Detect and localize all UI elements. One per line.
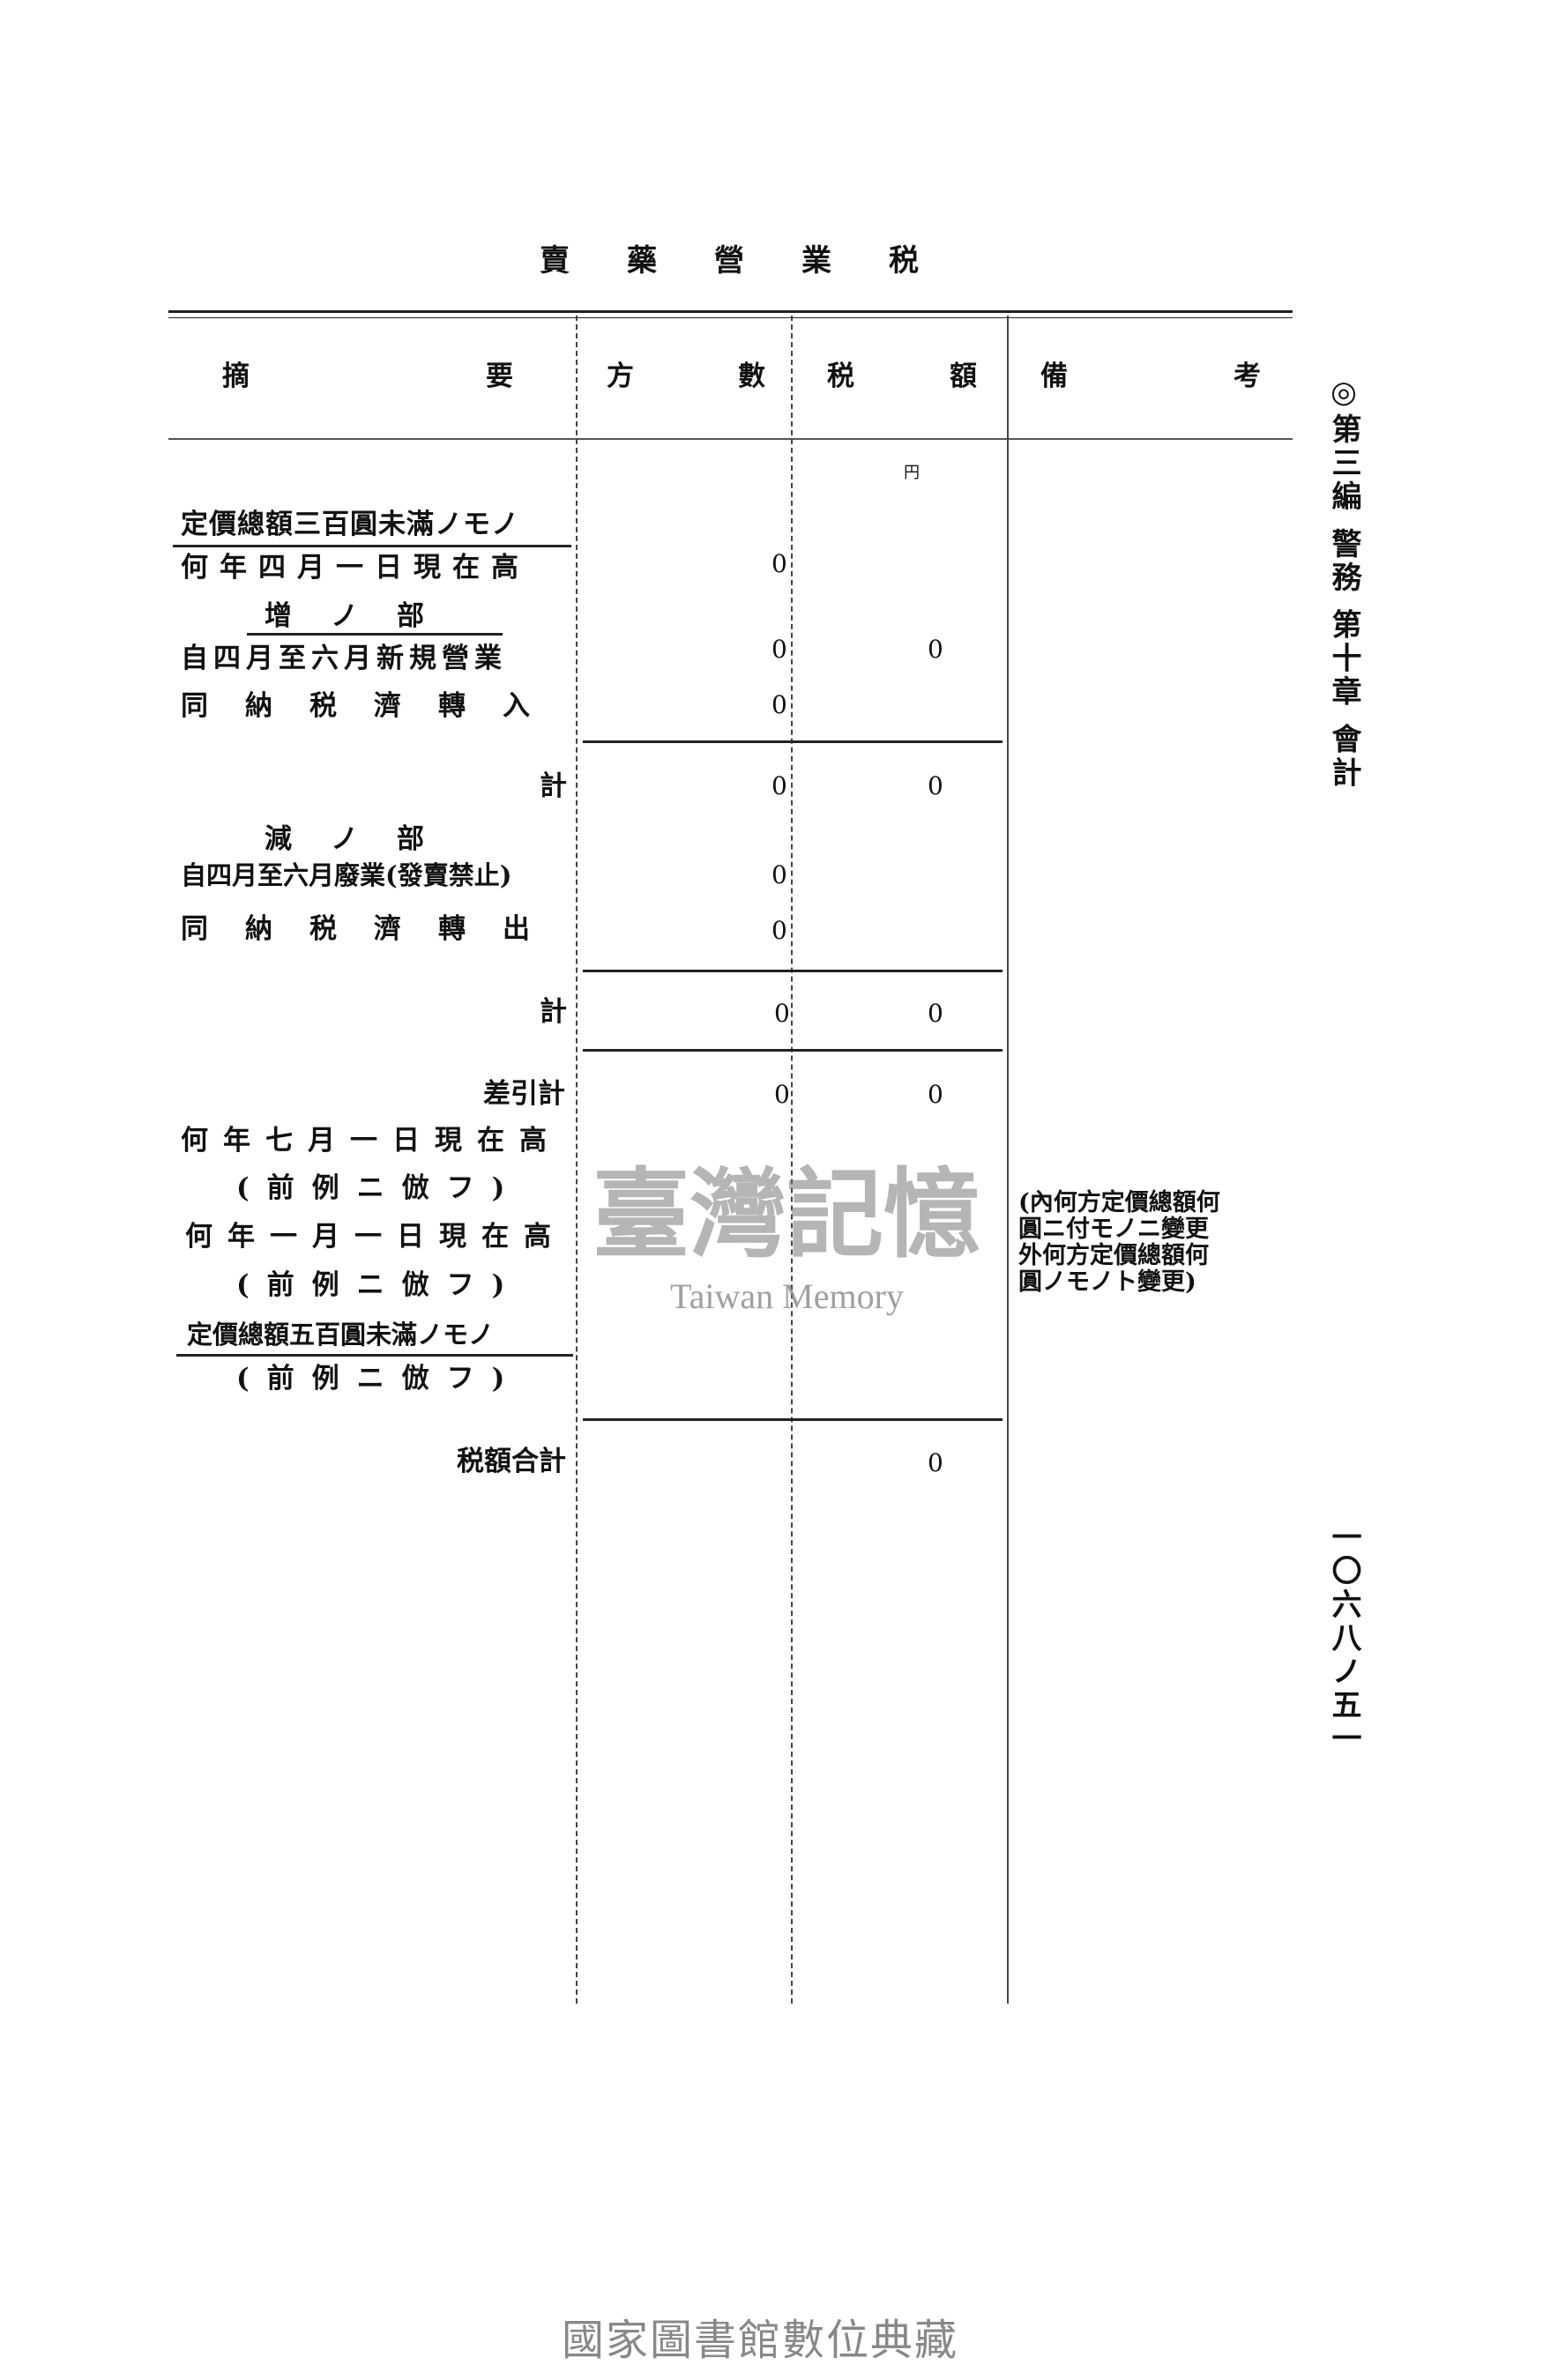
- top-rule: [168, 310, 1293, 313]
- row-label: 計: [540, 996, 567, 1028]
- tax-value: 0: [928, 1448, 943, 1477]
- unit-label: 円: [904, 464, 920, 482]
- title-char: 營: [714, 243, 768, 279]
- tax-value: 0: [928, 1080, 943, 1109]
- running-header: ◎第三編 警務 第十章 會計: [1326, 375, 1361, 791]
- top-rule-thin: [168, 317, 1293, 318]
- column-divider: [791, 316, 793, 2004]
- underline: [173, 545, 571, 547]
- row-label: 計: [540, 770, 567, 802]
- count-value: 0: [772, 771, 787, 800]
- column-divider: [576, 316, 578, 2004]
- underline: [247, 633, 503, 636]
- column-divider: [1007, 316, 1009, 2004]
- row-label: 自四月至六月廢業(發賣禁止): [181, 860, 512, 890]
- row-label: 同納税濟轉入: [181, 690, 567, 722]
- tax-value: 0: [928, 771, 943, 800]
- subtotal-rule: [583, 970, 1003, 972]
- header-summary: 摘 要: [222, 361, 514, 392]
- row-label: 何年七月一日現在高: [181, 1125, 562, 1157]
- row-label: 差引計: [483, 1078, 565, 1110]
- count-value: 0: [772, 916, 787, 945]
- section-heading-decrease: 減ノ部: [265, 823, 463, 855]
- section-heading-increase: 增ノ部: [265, 600, 463, 632]
- count-value: 0: [774, 1080, 790, 1109]
- header-count: 方 數: [607, 361, 766, 392]
- subtotal-rule: [583, 740, 1003, 743]
- title-char: 藥: [627, 243, 681, 279]
- row-label: (前例ニ倣フ): [236, 1172, 523, 1204]
- row-label: 同納税濟轉出: [181, 913, 567, 945]
- title-char: 賣: [540, 243, 593, 279]
- watermark-logo: 臺灣記憶: [593, 1157, 980, 1271]
- tax-value: 0: [928, 999, 943, 1028]
- title-char: 税: [889, 243, 919, 279]
- header-remarks: 備 考: [1040, 361, 1262, 392]
- row-label: 税額合計: [457, 1446, 566, 1477]
- subtotal-rule: [583, 1049, 1003, 1052]
- footer-credit: 國家圖書館數位典藏: [562, 2316, 959, 2365]
- row-label: 何年四月一日現在高: [181, 552, 530, 584]
- count-value: 0: [772, 549, 787, 578]
- row-label: 定價總額三百圓未滿ノモノ: [181, 509, 519, 540]
- watermark-text: Taiwan Memory: [670, 1276, 904, 1316]
- count-value: 0: [772, 635, 787, 664]
- remarks-note: (內何方定價總額何圓ニ付モノニ變更外何方定價總額何圓ノモノト變更): [1018, 1189, 1220, 1296]
- underline: [176, 1354, 573, 1357]
- count-value: 0: [772, 690, 787, 719]
- header-tax: 税 額: [827, 361, 978, 392]
- header-rule: [168, 438, 1293, 440]
- page-number: 一〇六八ノ五一: [1326, 1521, 1361, 1756]
- row-label: 自四月至六月新規營業: [181, 643, 507, 674]
- row-label: 何年一月一日現在高: [185, 1221, 566, 1253]
- count-value: 0: [772, 860, 787, 889]
- title-char: 業: [801, 243, 855, 279]
- row-label: 定價總額五百圓未滿ノモノ: [187, 1320, 495, 1350]
- tax-value: 0: [928, 635, 943, 664]
- count-value: 0: [774, 999, 790, 1028]
- row-label: (前例ニ倣フ): [236, 1363, 523, 1395]
- table-title: 賣 藥 營 業 税: [540, 236, 919, 279]
- row-label: (前例ニ倣フ): [236, 1269, 523, 1301]
- total-rule: [583, 1418, 1003, 1421]
